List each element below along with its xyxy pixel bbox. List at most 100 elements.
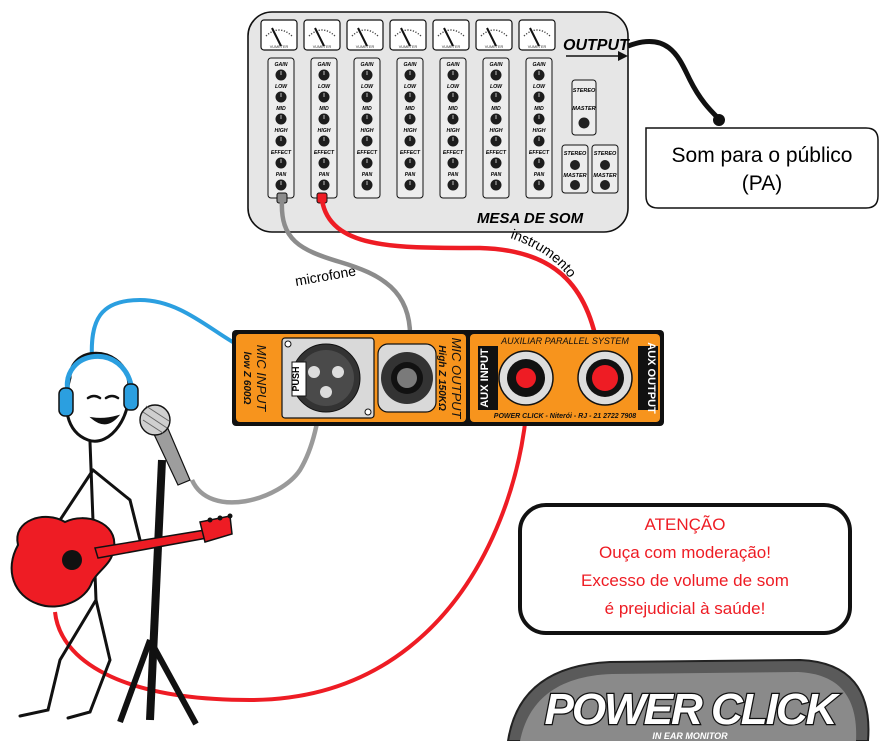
guitar-soundhole: [62, 550, 82, 570]
pa-label-line2: (PA): [742, 172, 782, 195]
pa-label-line1: Som para o público: [672, 144, 853, 167]
aux-output-label: AUX OUTPUT: [645, 342, 657, 414]
vu-meter: VUMETER: [518, 19, 556, 51]
master-right-knob-1[interactable]: [600, 160, 610, 170]
knob-label: PAN: [534, 172, 545, 178]
knob-label: PAN: [276, 172, 287, 178]
aux-header: AUXILIAR PARALLEL SYSTEM: [500, 336, 629, 346]
vu-scale: [394, 29, 422, 37]
vu-meter: VUMETER: [260, 19, 298, 51]
knob-label: EFFECT: [400, 150, 421, 156]
master-right-knob-2[interactable]: [600, 180, 610, 190]
musician: [18, 351, 142, 720]
vu-needle: [357, 27, 368, 47]
knob-label: HIGH: [361, 128, 374, 134]
logo-tagline: IN EAR MONITOR: [652, 731, 728, 741]
instrument-cable-to-mixer: [319, 199, 603, 361]
pa-cable: [627, 38, 720, 120]
knob-label: GAIN: [447, 62, 460, 68]
knob-label: LOW: [447, 84, 460, 90]
vu-meter: VUMETER: [389, 19, 427, 51]
stand-pole: [146, 459, 166, 721]
knob-label: LOW: [361, 84, 374, 90]
knob-label: MID: [276, 106, 286, 112]
knob-label: GAIN: [275, 62, 288, 68]
vu-meter: VUMETER: [432, 19, 470, 51]
headphone-band: [64, 353, 135, 395]
musician-left-leg: [18, 598, 98, 718]
vu-needle: [400, 27, 411, 47]
vu-label: VUMETER: [356, 45, 375, 49]
warning-title: ATENÇÃO: [645, 515, 726, 534]
vu-needle: [443, 27, 454, 47]
knob-label: GAIN: [404, 62, 417, 68]
knob-label: LOW: [318, 84, 331, 90]
master-left-knob-1[interactable]: [570, 160, 580, 170]
knob-label: HIGH: [404, 128, 417, 134]
knob-label: PAN: [448, 172, 459, 178]
master-left-knob-2[interactable]: [570, 180, 580, 190]
headphone-cable: [89, 297, 239, 361]
knob-label: HIGH: [275, 128, 288, 134]
knob-label: MID: [491, 106, 501, 112]
aux-input-label-bg: [478, 346, 498, 410]
pa-speaker-box: Som para o público (PA): [645, 127, 879, 209]
knob-label: PAN: [491, 172, 502, 178]
output-label: OUTPUT: [563, 37, 630, 54]
mixer-title: MESA DE SOM: [477, 210, 584, 227]
channel-strip: GAIN LOW MID HIGH EFFECT PAN: [267, 57, 295, 199]
microphone-cable-to-mixer: [279, 199, 413, 341]
knob-label: PAN: [405, 172, 416, 178]
knob-label: PAN: [362, 172, 373, 178]
knob-label: PAN: [319, 172, 330, 178]
vu-label: VUMETER: [528, 45, 547, 49]
warning-line-2: Excesso de volume de som: [581, 571, 789, 590]
musician-right-arm: [91, 468, 142, 542]
master-section: STEREO MASTER STEREO MASTER STEREO MASTE…: [561, 79, 619, 194]
knob-label: HIGH: [490, 128, 503, 134]
xlr-screw-br: [364, 408, 372, 416]
warning-line-1: Ouça com moderação!: [599, 543, 771, 562]
knob-label: MID: [534, 106, 544, 112]
microphone-stand: [117, 404, 199, 726]
knob-label: HIGH: [447, 128, 460, 134]
musician-right-leg: [66, 598, 112, 720]
mic-output-impedance: High Z 150KΩ: [436, 345, 447, 411]
vu-label: VUMETER: [270, 45, 289, 49]
mic-output-label-group: MIC OUTPUT High Z 150KΩ: [436, 338, 464, 420]
output-arrow-head: [618, 51, 628, 61]
vu-scale: [351, 29, 379, 37]
vu-scale: [437, 29, 465, 37]
knob-label: LOW: [533, 84, 546, 90]
vu-needle: [314, 27, 325, 47]
master-left-top-label: STEREO: [564, 151, 587, 157]
aux-output-plug: [592, 365, 618, 391]
knob-label: MID: [319, 106, 329, 112]
guitar-tuner-3: [227, 513, 233, 519]
vu-needle: [271, 27, 282, 47]
guitar-tuner-1: [207, 517, 213, 523]
knob-label: LOW: [275, 84, 288, 90]
vu-scale: [265, 29, 293, 37]
knob-label: HIGH: [318, 128, 331, 134]
master-bottom-label: MASTER: [572, 106, 595, 112]
knob-label: EFFECT: [271, 150, 292, 156]
aux-input-label: AUX INPUT: [479, 348, 491, 408]
knob-label: EFFECT: [443, 150, 464, 156]
microphone-cable-label: microfone: [294, 262, 358, 288]
push-tab[interactable]: [291, 361, 307, 397]
knob-label: LOW: [404, 84, 417, 90]
guitar-tuner-2: [217, 515, 223, 521]
vu-label: VUMETER: [485, 45, 504, 49]
master-knob[interactable]: [578, 117, 590, 129]
xlr-screw-tl: [284, 340, 292, 348]
microphone-grille: [142, 405, 170, 434]
acoustic-guitar: [10, 513, 233, 608]
